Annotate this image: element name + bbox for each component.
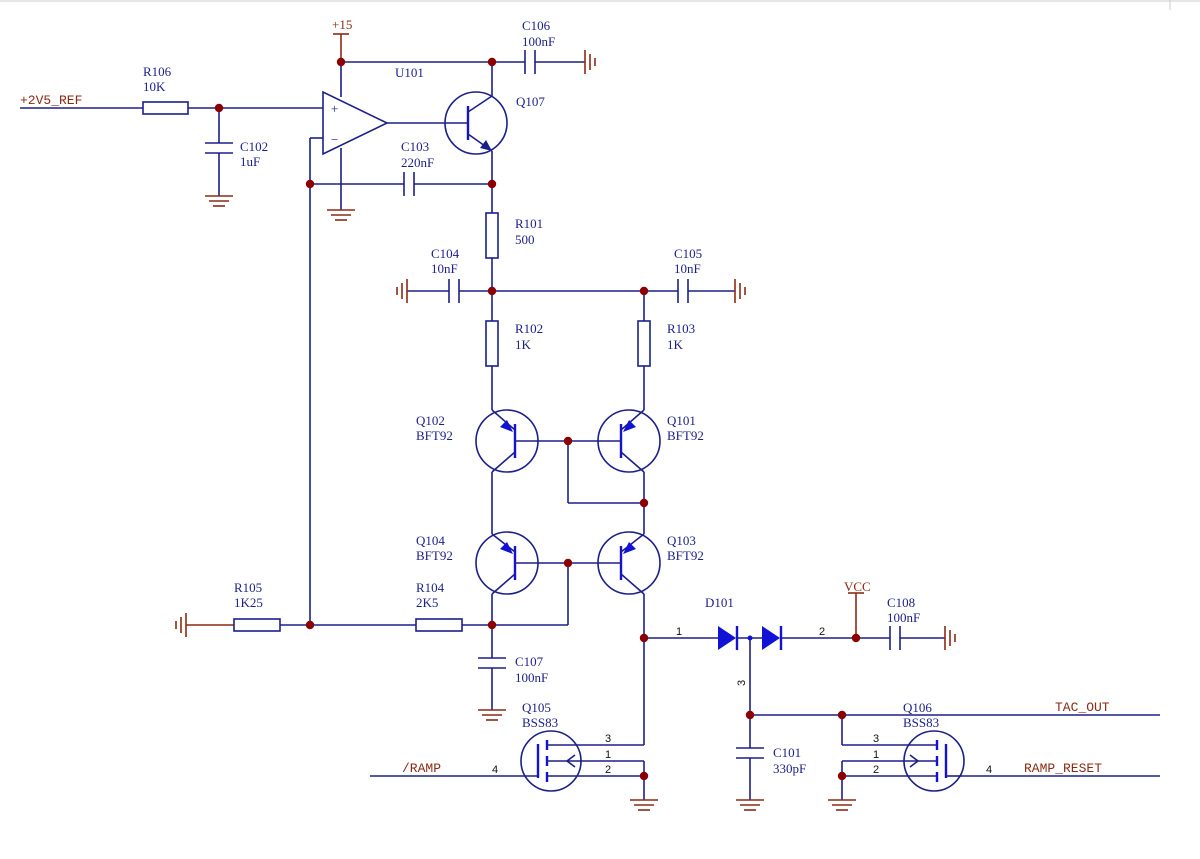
junctions <box>214 57 861 781</box>
ref-q107: Q107 <box>516 94 545 109</box>
pin-q105-4: 4 <box>492 764 498 776</box>
pin-q106-3: 3 <box>873 733 879 745</box>
capacitor-c103 <box>403 172 415 196</box>
resistor-r101 <box>485 212 499 259</box>
value-q106: BSS83 <box>903 715 939 730</box>
capacitors <box>205 50 901 759</box>
ref-q106: Q106 <box>903 700 932 715</box>
net-label-vcc: VCC <box>844 579 871 594</box>
pin-q106-2: 2 <box>873 764 879 776</box>
value-c103: 220nF <box>401 155 434 170</box>
opamp-u101: + − <box>322 90 389 156</box>
ref-u101: U101 <box>395 65 424 80</box>
ref-c108: C108 <box>887 595 915 610</box>
pin-q105-3: 3 <box>605 733 611 745</box>
ref-r103: R103 <box>667 321 695 336</box>
ref-r106: R106 <box>143 64 172 79</box>
ref-c101: C101 <box>773 745 801 760</box>
resistor-r102 <box>485 320 499 367</box>
mosfet-q105 <box>520 730 582 792</box>
value-q103: BFT92 <box>667 548 704 563</box>
resistors <box>142 101 651 632</box>
value-r102: 1K <box>515 337 532 352</box>
value-c104: 10nF <box>431 261 458 276</box>
opamp-plus-sign: + <box>331 101 338 116</box>
ref-c104: C104 <box>431 246 460 261</box>
net-label-plus15: +15 <box>332 17 352 32</box>
value-q105: BSS83 <box>522 715 558 730</box>
net-label-tac-out: TAC_OUT <box>1055 700 1110 715</box>
value-r106: 10K <box>143 79 166 94</box>
capacitor-c104 <box>448 279 460 303</box>
capacitor-c102 <box>205 142 233 154</box>
capacitor-c107 <box>478 657 506 669</box>
ref-q104: Q104 <box>416 533 445 548</box>
value-r101: 500 <box>515 232 535 247</box>
ref-c107: C107 <box>515 654 544 669</box>
ref-d101: D101 <box>705 595 734 610</box>
mosfet-q106 <box>903 730 965 792</box>
capacitor-c101 <box>736 747 764 759</box>
opamp-minus-sign: − <box>331 132 338 147</box>
value-q101: BFT92 <box>667 428 704 443</box>
ref-r101: R101 <box>515 216 543 231</box>
component-labels: R106 10K C102 1uF C106 100nF U101 Q107 C… <box>143 18 939 776</box>
ref-c106: C106 <box>522 18 551 33</box>
pin-numbers: 1 2 3 3 1 2 4 3 1 2 4 <box>492 626 992 776</box>
capacitor-c106 <box>524 50 536 74</box>
value-c101: 330pF <box>773 761 806 776</box>
net-label-2v5-ref: +2V5_REF <box>20 93 82 108</box>
ref-c102: C102 <box>240 139 268 154</box>
ref-q101: Q101 <box>667 413 696 428</box>
pin-d101-1: 1 <box>676 626 682 638</box>
transistor-q103 <box>597 531 661 595</box>
diode-d101 <box>718 626 783 650</box>
net-label-ramp-reset: RAMP_RESET <box>1024 761 1102 776</box>
capacitor-c105 <box>677 279 689 303</box>
ref-q102: Q102 <box>416 413 445 428</box>
value-r105: 1K25 <box>234 595 263 610</box>
pin-q106-4: 4 <box>986 764 992 776</box>
resistor-r104 <box>415 618 463 632</box>
ref-r105: R105 <box>234 580 262 595</box>
ground-icon <box>205 195 856 811</box>
ref-r104: R104 <box>416 580 445 595</box>
pin-d101-3: 3 <box>736 680 748 686</box>
value-r103: 1K <box>667 337 684 352</box>
transistor-q107 <box>444 91 508 155</box>
ref-q103: Q103 <box>667 533 696 548</box>
value-c106: 100nF <box>522 34 555 49</box>
transistor-q102 <box>475 409 539 473</box>
transistor-q104 <box>475 531 539 595</box>
net-label-ramp: /RAMP <box>402 761 441 776</box>
value-r104: 2K5 <box>416 595 438 610</box>
value-c105: 10nF <box>674 261 701 276</box>
pin-q105-1: 1 <box>605 749 611 761</box>
pin-d101-2: 2 <box>819 626 825 638</box>
value-c108: 100nF <box>887 610 920 625</box>
ground-icon <box>175 279 408 637</box>
capacitor-c108 <box>889 626 901 650</box>
transistor-q101 <box>597 409 661 473</box>
resistor-r105 <box>233 618 281 632</box>
value-c102: 1uF <box>240 154 260 169</box>
pin-q106-1: 1 <box>873 749 879 761</box>
ref-r102: R102 <box>515 321 543 336</box>
ground-icon <box>584 50 956 650</box>
resistor-r103 <box>637 320 651 367</box>
value-q102: BFT92 <box>416 428 453 443</box>
pin-q105-2: 2 <box>605 764 611 776</box>
ref-c105: C105 <box>674 246 702 261</box>
value-q104: BFT92 <box>416 548 453 563</box>
wires <box>20 34 1160 800</box>
ref-c103: C103 <box>401 139 429 154</box>
ground-symbols <box>175 33 956 811</box>
ref-q105: Q105 <box>522 700 551 715</box>
value-c107: 100nF <box>515 670 548 685</box>
resistor-r106 <box>142 101 189 115</box>
